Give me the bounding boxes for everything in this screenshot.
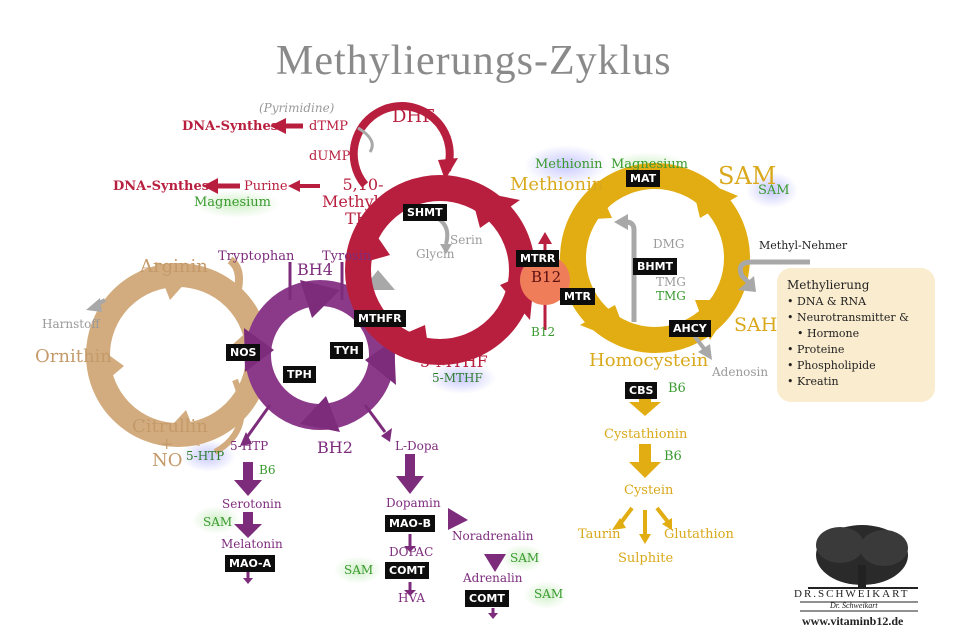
urea-cycle-ring bbox=[86, 256, 270, 455]
label-glutathion: Glutathion bbox=[664, 527, 734, 542]
label-serin: Serin bbox=[450, 233, 483, 247]
enzyme-comt-2: COMT bbox=[465, 590, 509, 607]
glow-spots bbox=[180, 145, 798, 609]
label-sam-big: SAM bbox=[718, 162, 777, 190]
methylierung-item: Phospholipide bbox=[787, 358, 909, 374]
methylierung-box: Methylierung DNA & RNA Neurotransmitter … bbox=[777, 268, 935, 402]
label-sam-5: SAM bbox=[344, 563, 374, 577]
label-sam-4: SAM bbox=[510, 551, 540, 565]
label-arginin: Arginin bbox=[140, 256, 208, 277]
enzyme-tph: TPH bbox=[283, 366, 316, 383]
label-5-mthf-small: 5-MTHF bbox=[432, 371, 483, 385]
methylierung-heading: Methylierung bbox=[787, 278, 870, 292]
label-taurin: Taurin bbox=[578, 527, 621, 542]
label-cystein: Cystein bbox=[624, 483, 674, 498]
label-b6-3: B6 bbox=[259, 463, 276, 477]
label-pyrimidine: (Pyrimidine) bbox=[259, 101, 335, 115]
label-bh2: BH2 bbox=[317, 438, 353, 457]
label-dmg: DMG bbox=[653, 237, 685, 251]
label-b12-small: B12 bbox=[531, 325, 556, 339]
label-adrenalin: Adrenalin bbox=[463, 571, 523, 585]
label-thf: THF bbox=[432, 176, 468, 195]
label-melatonin: Melatonin bbox=[221, 537, 283, 551]
label-bh4: BH4 bbox=[297, 260, 333, 279]
label-sam-6: SAM bbox=[534, 587, 564, 601]
methylierung-item: DNA & RNA bbox=[787, 294, 909, 310]
label-serotonin: Serotonin bbox=[222, 497, 282, 511]
label-adenosin: Adenosin bbox=[712, 365, 769, 379]
label-cystathionin: Cystathionin bbox=[604, 427, 688, 442]
enzyme-comt-1: COMT bbox=[385, 562, 429, 579]
label-citrullin: Citrullin bbox=[132, 416, 208, 437]
methylierung-item: Hormone bbox=[787, 326, 909, 342]
enzyme-cbs: CBS bbox=[625, 382, 658, 399]
enzyme-shmt: SHMT bbox=[403, 204, 447, 221]
label-no: NO bbox=[152, 450, 183, 471]
label-5-mthf: 5-MTHF bbox=[420, 352, 488, 371]
label-5-htp: 5-HTP bbox=[230, 439, 269, 453]
enzyme-mat: MAT bbox=[626, 170, 661, 187]
enzyme-mthfr: MTHFR bbox=[354, 310, 406, 327]
enzyme-bhmt: BHMT bbox=[633, 258, 678, 275]
label-methionin: Methionin bbox=[510, 174, 604, 195]
label-methylen-thf: 5,10- Methylen- THF bbox=[322, 175, 404, 228]
label-tyrosin: Tyrosin bbox=[322, 249, 372, 264]
label-purine: Purine bbox=[244, 179, 288, 194]
neurotransmitter-arrows bbox=[234, 454, 506, 619]
label-magnesium-1: Magnesium bbox=[194, 195, 271, 210]
label-dopamin: Dopamin bbox=[386, 496, 441, 510]
enzyme-tyh: TYH bbox=[330, 342, 363, 359]
label-magnesium-2: Magnesium bbox=[611, 157, 688, 172]
label-dump: dUMP bbox=[309, 149, 351, 164]
label-dtmp: dTMP bbox=[309, 119, 349, 134]
methylierung-item: Proteine bbox=[787, 342, 909, 358]
label-dna-synthese-1: DNA-Synthese bbox=[182, 119, 287, 134]
methylierung-item: Neurotransmitter & bbox=[787, 310, 909, 326]
label-sam-3: SAM bbox=[203, 515, 233, 529]
enzyme-mao-a: MAO-A bbox=[225, 555, 276, 572]
label-dopac: DOPAC bbox=[389, 545, 434, 559]
label-glycin: Glycin bbox=[416, 247, 455, 261]
label-methyl-nehmer: Methyl-Nehmer bbox=[759, 239, 848, 252]
label-b6-2: B6 bbox=[664, 449, 682, 464]
label-dna-synthese-2: DNA-Synthese bbox=[113, 179, 218, 194]
label-b12-circle: B12 bbox=[531, 268, 562, 286]
label-homocystein: Homocystein bbox=[589, 350, 709, 371]
enzyme-mao-b: MAO-B bbox=[385, 515, 435, 532]
label-b6-1: B6 bbox=[668, 381, 686, 396]
label-ornithin: Ornithin bbox=[35, 346, 112, 367]
methylierung-item: Kreatin bbox=[787, 374, 909, 390]
label-hva: HVA bbox=[398, 591, 425, 605]
logo-brand: DR.SCHWEIKART bbox=[794, 588, 910, 600]
enzyme-mtr: MTR bbox=[560, 288, 595, 305]
enzyme-mtrr: MTRR bbox=[516, 250, 560, 267]
folate-cycle-ring bbox=[203, 102, 552, 365]
logo-url[interactable]: www.vitaminb12.de bbox=[802, 614, 904, 628]
logo-tree-image bbox=[800, 525, 918, 612]
label-tmg-gray: TMG bbox=[656, 275, 686, 289]
label-sam-small: SAM bbox=[758, 183, 790, 198]
label-harnstoff: Harnstoff bbox=[42, 317, 100, 331]
label-l-dopa: L-Dopa bbox=[395, 439, 439, 453]
enzyme-ahcy: AHCY bbox=[669, 320, 711, 337]
label-noradrenalin: Noradrenalin bbox=[452, 529, 534, 543]
label-dhf: DHF bbox=[392, 106, 435, 127]
enzyme-nos: NOS bbox=[226, 344, 261, 361]
label-sulphite: Sulphite bbox=[618, 551, 674, 566]
label-plus: + bbox=[160, 434, 174, 453]
page-title: Methylierungs-Zyklus bbox=[276, 38, 672, 84]
label-methionin-green: Methionin bbox=[535, 157, 603, 172]
label-tmg-green: TMG bbox=[656, 289, 686, 303]
methylierung-list: DNA & RNA Neurotransmitter & Hormone Pro… bbox=[787, 294, 909, 390]
label-tryptophan: Tryptophan bbox=[218, 249, 295, 264]
transsulfuration-arrows bbox=[612, 392, 672, 544]
logo-signature: Dr. Schweikart bbox=[830, 601, 878, 610]
label-sah: SAH bbox=[734, 314, 778, 336]
label-5-htp-green: 5-HTP bbox=[186, 449, 225, 463]
